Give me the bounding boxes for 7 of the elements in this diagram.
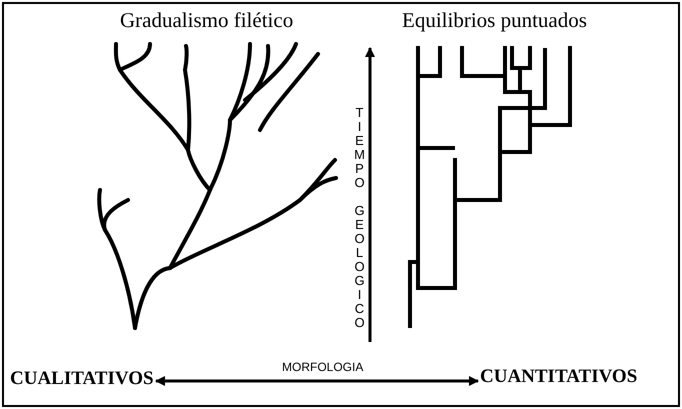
- category-label: CUALITATIVOS: [10, 368, 154, 390]
- edge-label: MORFOLOGIA: [282, 360, 364, 374]
- double-arrow: [155, 376, 479, 386]
- tree-heading: Gradualismo filético: [120, 8, 294, 33]
- axis-label: TIEMPO GEOLOGICO: [352, 105, 366, 329]
- tree-heading: Equilibrios puntuados: [402, 8, 587, 33]
- category-label: CUANTITATIVOS: [480, 366, 638, 388]
